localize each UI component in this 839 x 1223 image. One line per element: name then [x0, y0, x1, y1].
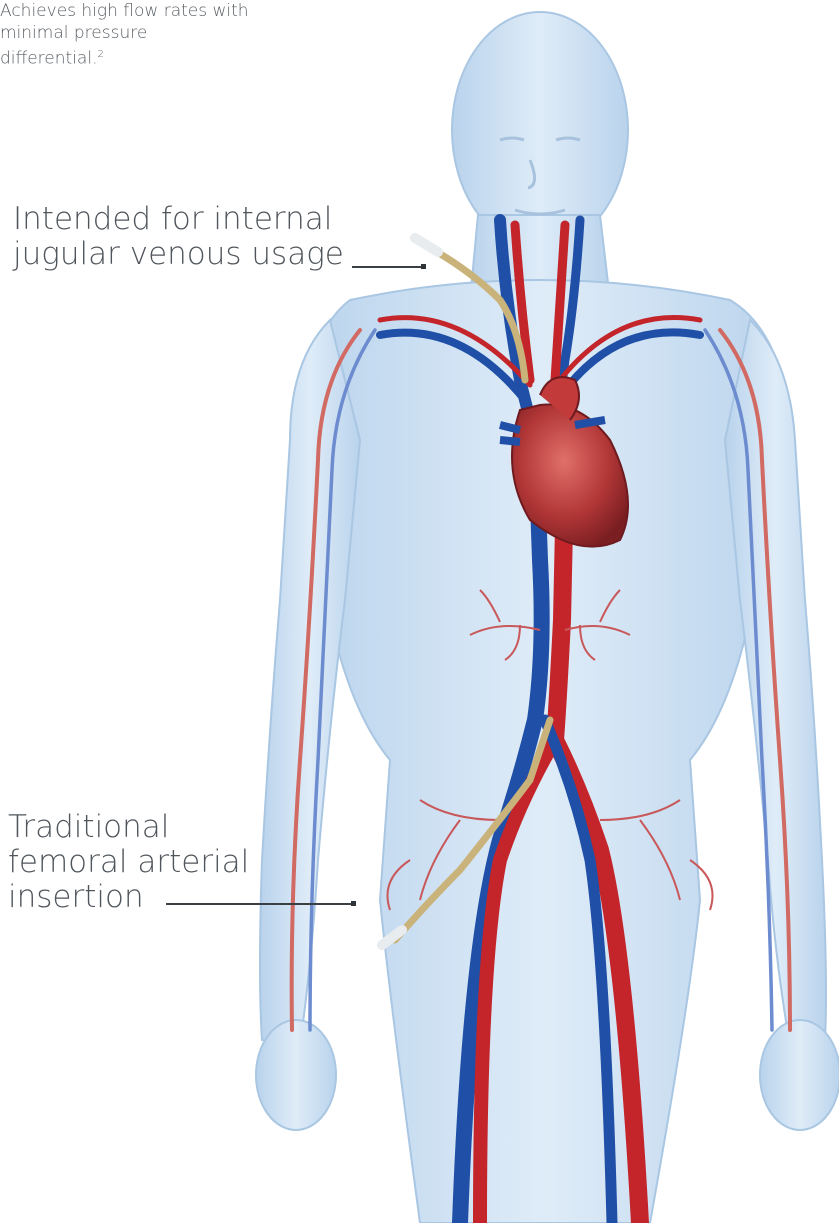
jugular-leader-dot [421, 264, 426, 269]
femoral-callout-label: Traditional femoral arterial insertion [8, 810, 249, 915]
femoral-leader-dot [351, 901, 356, 906]
femoral-callout-line1: Traditional [8, 810, 249, 845]
jugular-leader-line [352, 266, 424, 268]
femoral-callout-line2: femoral arterial [8, 845, 249, 880]
femoral-leader-line [166, 903, 354, 905]
jugular-callout-line2: jugular venous usage [13, 237, 344, 272]
femoral-callout-line3: insertion [8, 880, 249, 915]
jugular-callout-line1: Intended for internal [13, 202, 344, 237]
jugular-callout-label: Intended for internal jugular venous usa… [13, 202, 344, 272]
